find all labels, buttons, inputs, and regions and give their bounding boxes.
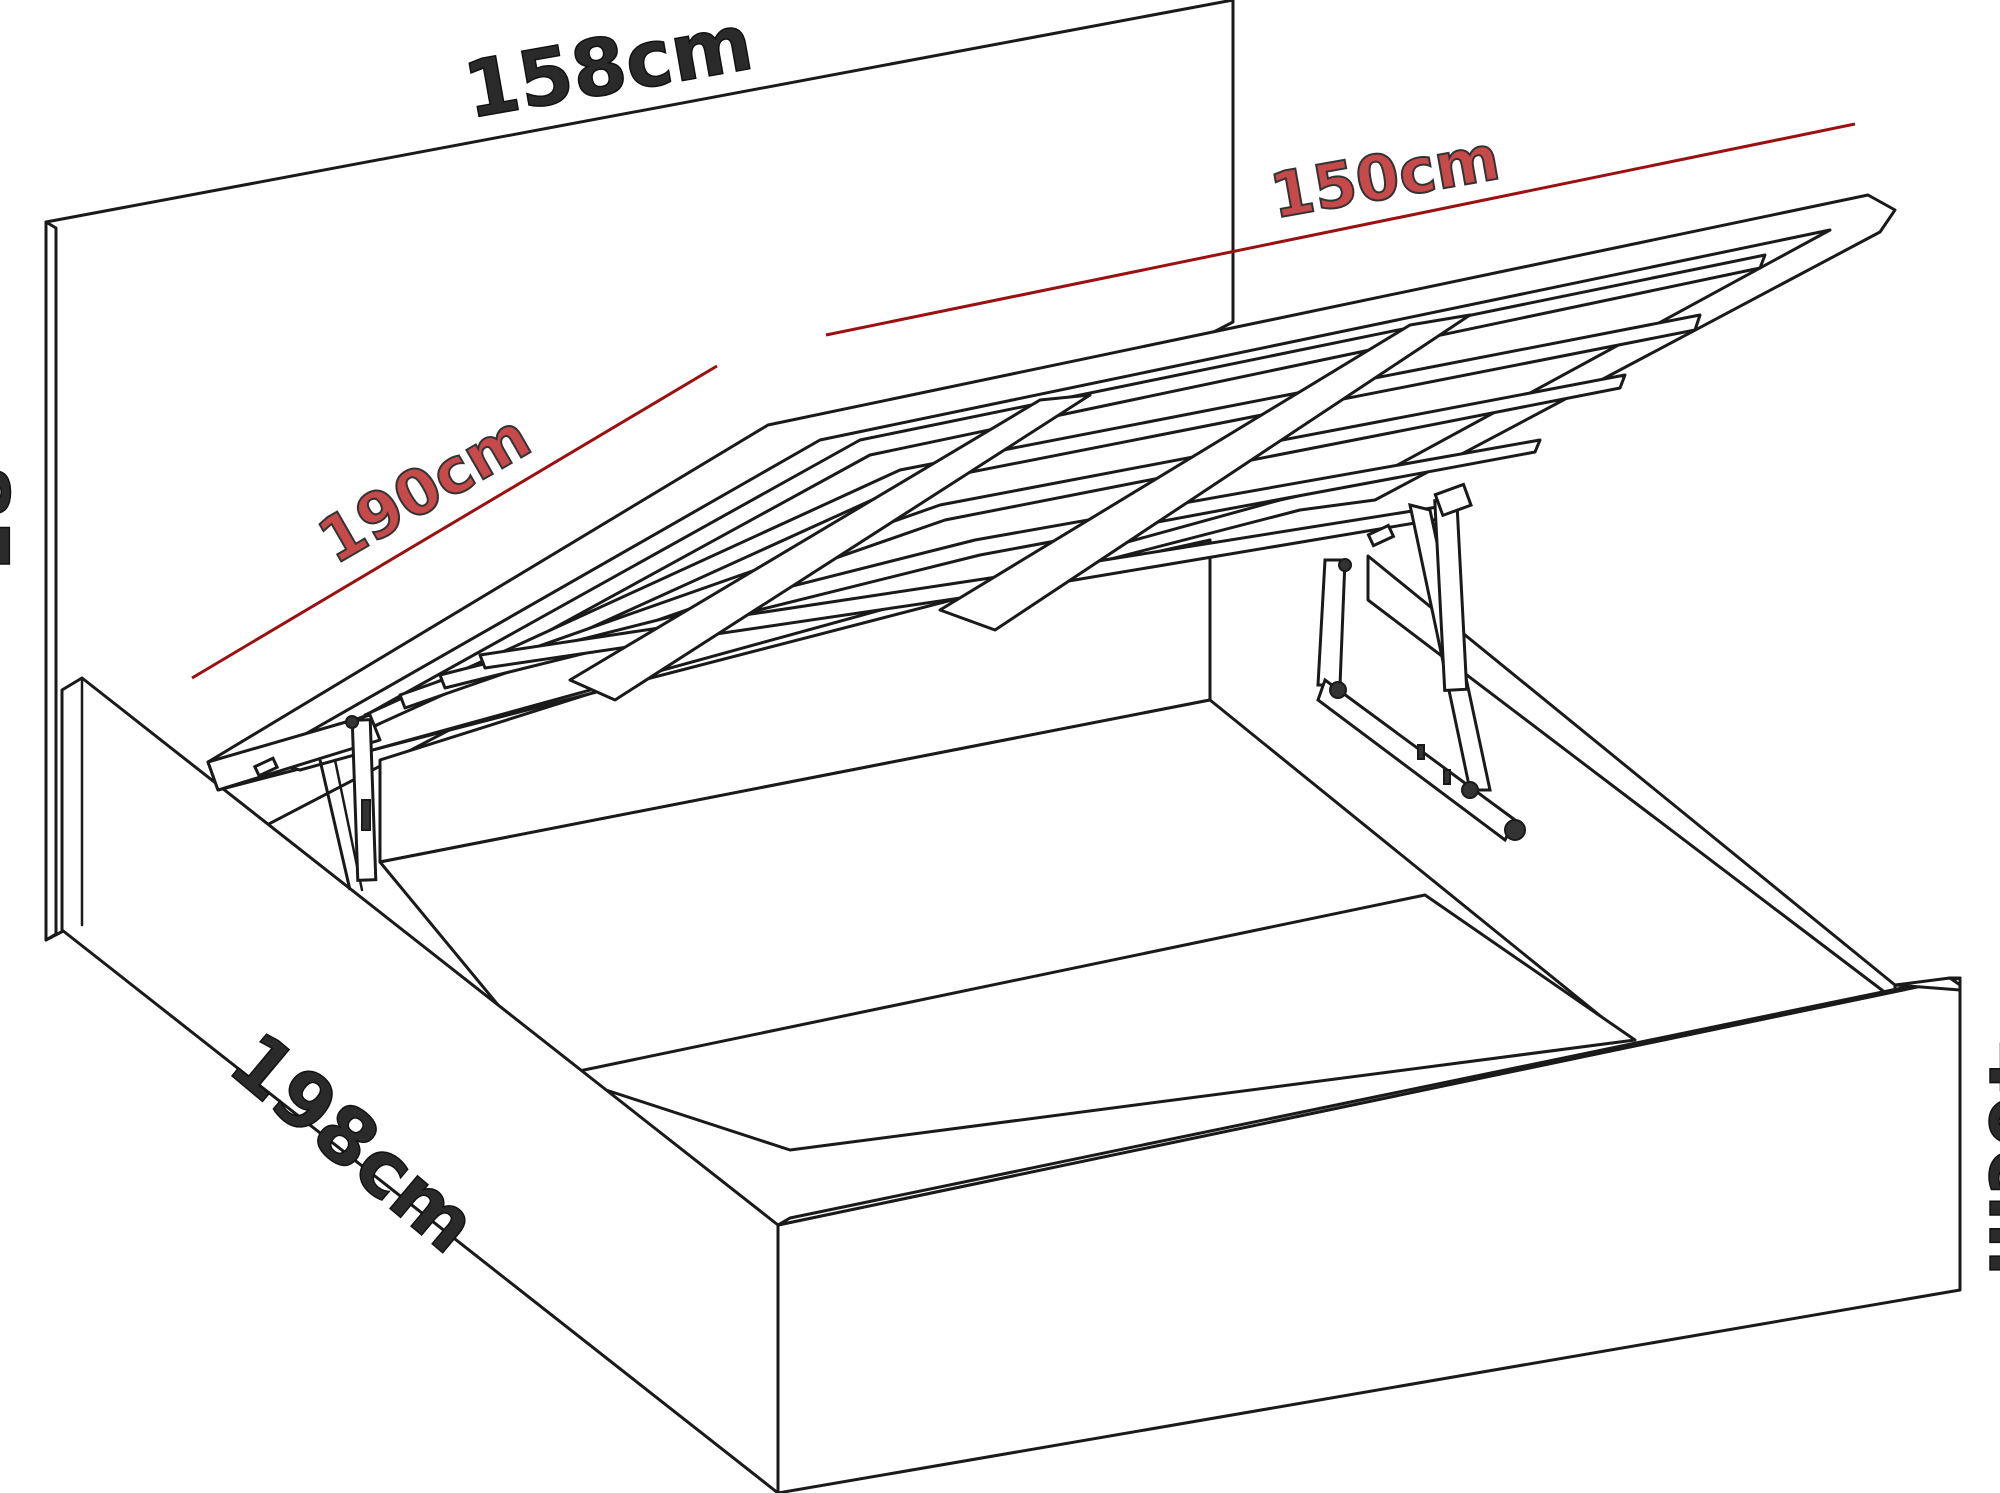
slatted-base [206, 193, 1897, 792]
left-gas-lift [252, 715, 378, 892]
headboard-height-label: 85cm [0, 465, 23, 701]
support-bar-left [568, 393, 1092, 702]
mattress-width-label: 150cm [1265, 121, 1505, 233]
width-150-line [825, 122, 1856, 337]
footboard-height-label: 40cm [1971, 1040, 2000, 1276]
footboard [776, 976, 1962, 1493]
length-190-line [191, 364, 718, 680]
support-bar-right [938, 313, 1472, 632]
right-gas-lift [1316, 482, 1526, 843]
red-dimension-lines [191, 122, 1856, 680]
